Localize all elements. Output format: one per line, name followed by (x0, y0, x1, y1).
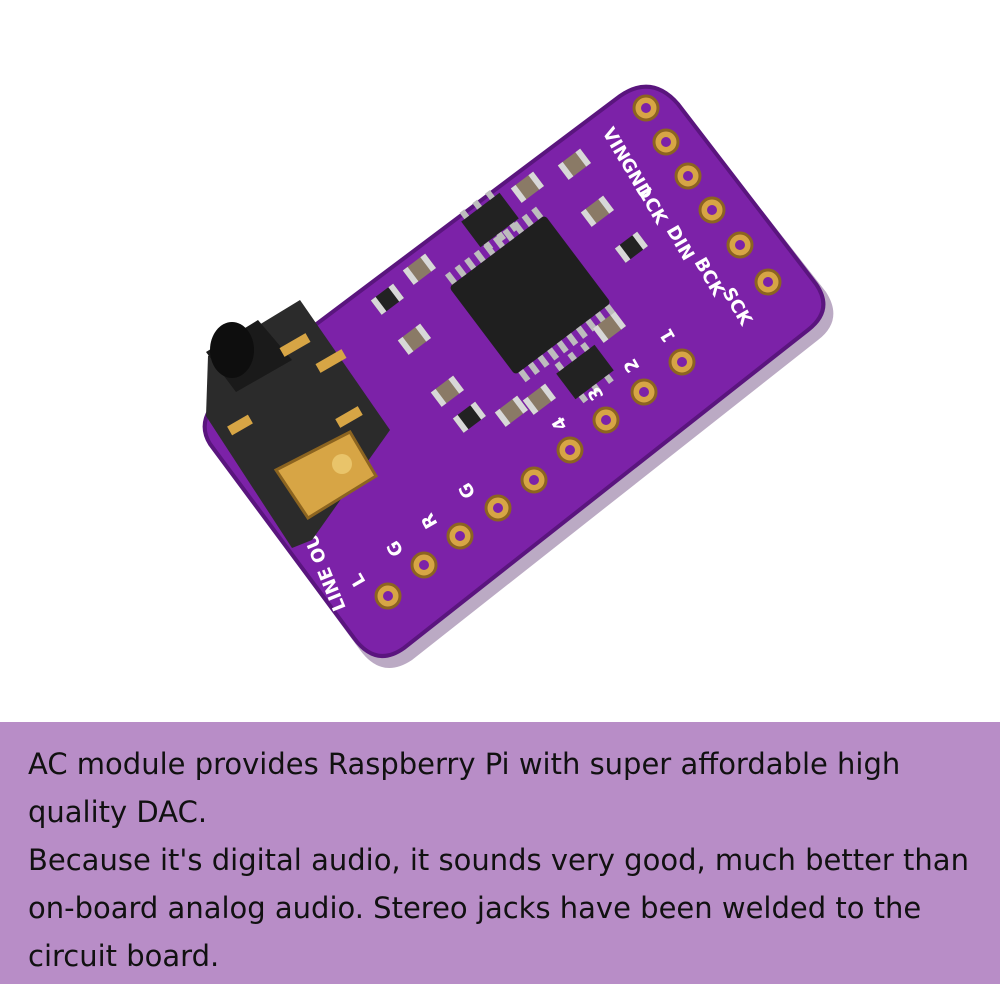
regulator-chip-top (459, 190, 519, 252)
regulator-chip-bottom (554, 342, 614, 404)
caption-paragraph-2: Because it's digital audio, it sounds ve… (28, 843, 969, 973)
jack-gold-terminal (273, 430, 379, 521)
stereo-jack (206, 300, 390, 548)
header-pin-holes-right (641, 103, 773, 287)
caption-paragraph-1: AC module provides Raspberry Pi with sup… (28, 747, 901, 829)
dac-module-photo: VIN GND LCK DIN BCK SCK 1 2 3 4 G R G L … (202, 84, 834, 668)
header-pin-holes-bottom (383, 357, 687, 601)
caption-band: AC module provides Raspberry Pi with sup… (0, 722, 1000, 984)
smd-components (370, 148, 648, 433)
jack-socket-opening (210, 322, 254, 378)
